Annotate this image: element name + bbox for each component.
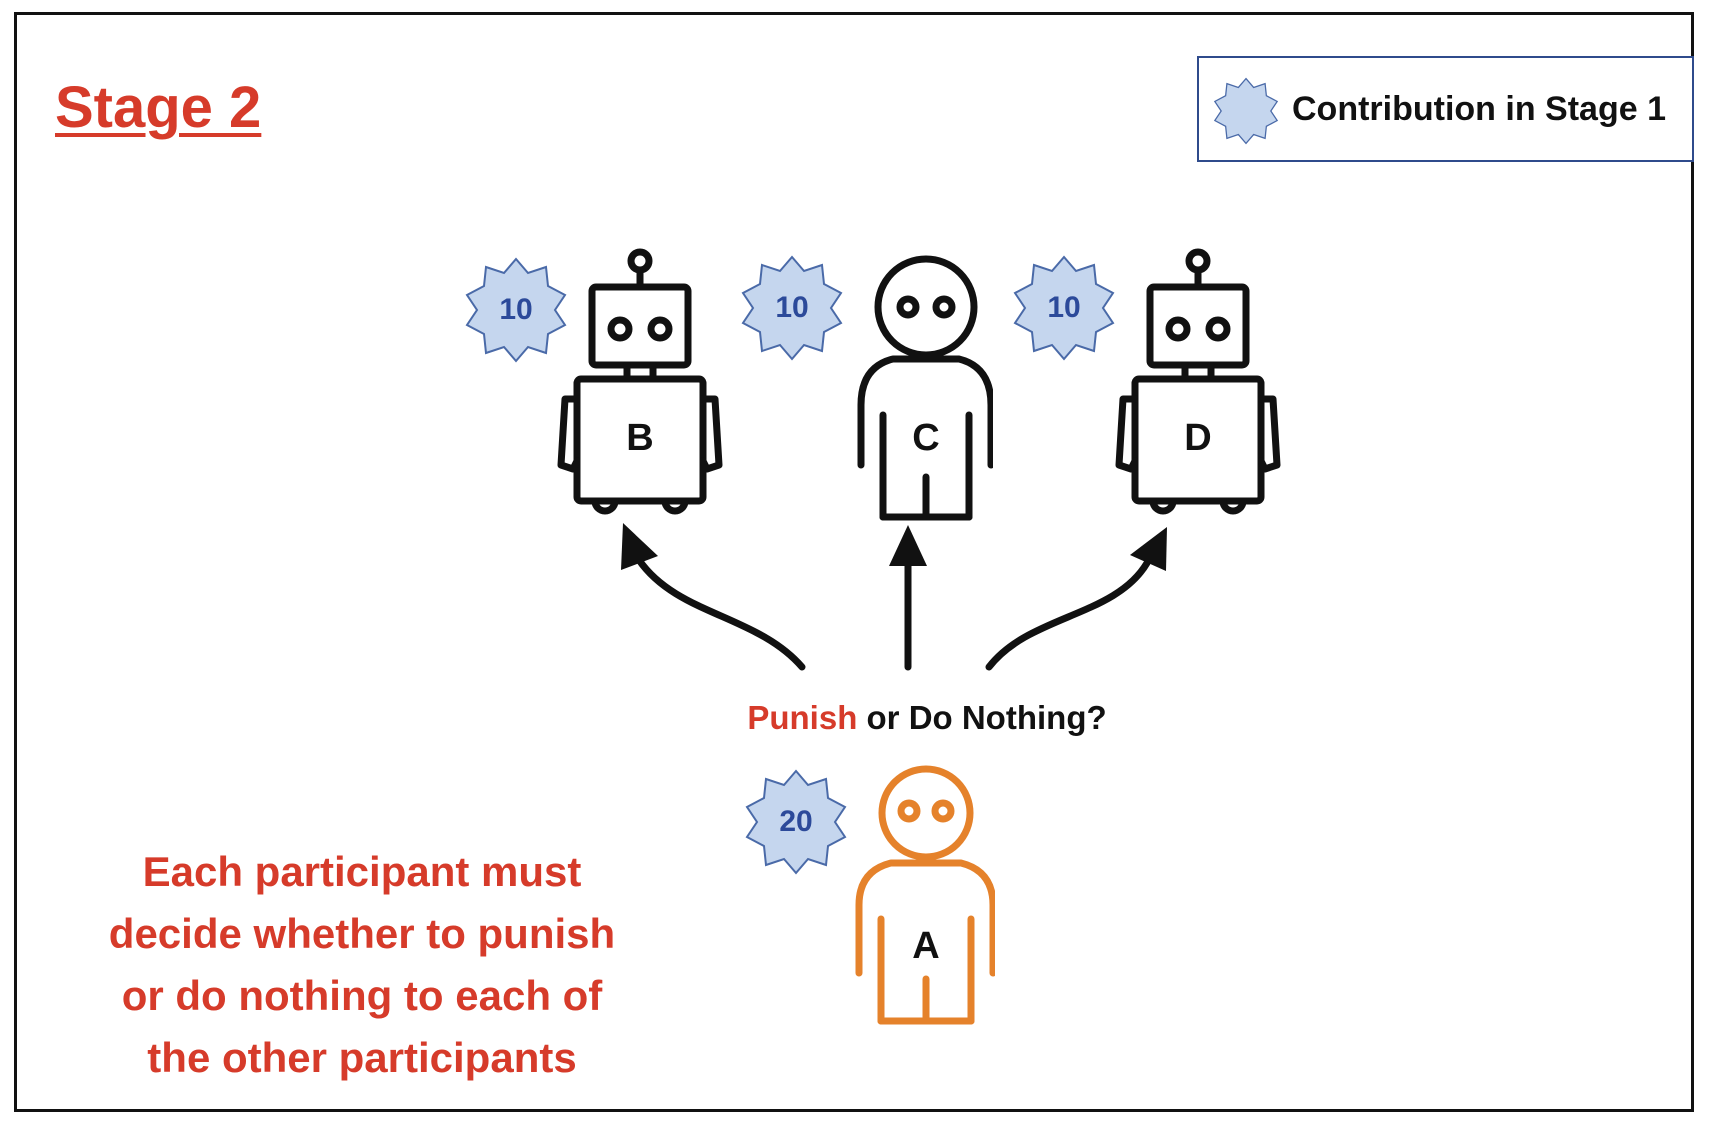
contribution-value-a: 20 (779, 805, 813, 838)
participant-label-c: C (912, 417, 940, 459)
contribution-badge-c: 10 (737, 253, 847, 363)
human-icon-a: A (835, 763, 995, 1038)
arrow-to-b (635, 556, 806, 671)
arrowhead-b (621, 523, 658, 570)
arrowhead-c (889, 525, 927, 566)
instruction-line-3: or do nothing to each of (121, 972, 603, 1019)
participant-label-a: A (912, 925, 940, 967)
contribution-badge-a: 20 (741, 767, 851, 877)
robot-icon-b: B (557, 247, 727, 522)
robot-icon-d: D (1115, 247, 1285, 522)
human-icon-c: C (833, 255, 993, 530)
instruction-line-4: the other participants (147, 1034, 577, 1081)
arrow-to-d (985, 559, 1151, 671)
stage-title: Stage 2 (55, 75, 262, 140)
question-rest: or Do Nothing? (857, 699, 1107, 736)
question-text: Punish or Do Nothing? (617, 701, 1237, 734)
star-badge-icon (1211, 76, 1281, 146)
instruction-line-1: Each participant must (142, 848, 582, 895)
arrowhead-d (1130, 527, 1167, 571)
contribution-value-d: 10 (1047, 291, 1081, 324)
legend-box: Contribution in Stage 1 (1197, 56, 1694, 162)
participant-label-d: D (1184, 417, 1212, 459)
contribution-value-b: 10 (499, 293, 533, 326)
legend-label: Contribution in Stage 1 (1292, 90, 1666, 128)
contribution-badge-d: 10 (1009, 253, 1119, 363)
question-punish: Punish (747, 699, 858, 736)
instruction-text: Each participant must decide whether to … (57, 841, 667, 1089)
contribution-badge-b: 10 (461, 255, 571, 365)
instruction-line-2: decide whether to punish (108, 910, 616, 957)
participant-label-b: B (626, 417, 654, 459)
diagram-frame: Stage 2 Contribution in Stage 1 10 10 10… (14, 12, 1694, 1112)
contribution-value-c: 10 (775, 291, 809, 324)
